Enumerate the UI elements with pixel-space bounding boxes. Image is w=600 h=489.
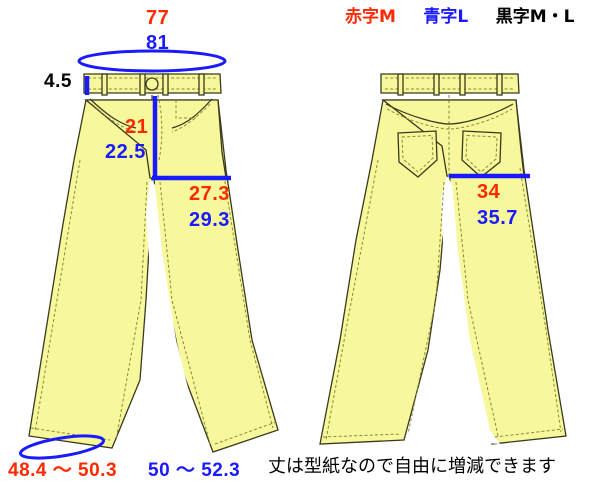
front-hem-measure-red: 48.4 〜 50.3 bbox=[8, 460, 118, 481]
back-left-outseam-stitch bbox=[325, 159, 379, 441]
back-right-hem-stitch bbox=[494, 428, 564, 438]
back-left-pocket-stitch bbox=[401, 134, 434, 173]
front-waist-measure-red: 77 bbox=[146, 7, 170, 29]
front-hem-measure-blue: 50 〜 52.3 bbox=[148, 460, 241, 481]
front-left-inseam-stitch bbox=[115, 181, 148, 441]
front-rise-measure-blue: 22.5 bbox=[105, 141, 146, 163]
back-belt-loop-4 bbox=[496, 73, 503, 96]
legend: 赤字M 青字L 黒字M・L bbox=[345, 8, 576, 26]
legend-red-m: 赤字M bbox=[345, 7, 396, 27]
front-belt-loop-1 bbox=[101, 73, 108, 96]
back-belt-loop-2 bbox=[433, 73, 440, 96]
front-fly-stitch bbox=[157, 94, 163, 161]
back-belt-loop-3 bbox=[459, 73, 466, 96]
front-coin-pocket bbox=[175, 100, 196, 119]
back-right-pocket bbox=[461, 130, 502, 178]
front-waist-measure-ellipse bbox=[77, 49, 227, 73]
back-waistband bbox=[380, 73, 520, 94]
front-left-hem-stitch bbox=[30, 427, 111, 441]
back-crotch-gap bbox=[441, 176, 500, 444]
back-pants-figure bbox=[319, 73, 567, 445]
front-belt-loop-2 bbox=[139, 73, 146, 96]
front-thigh-measure-blue: 29.3 bbox=[189, 209, 230, 231]
front-pants-figure bbox=[18, 49, 279, 460]
legend-blue-l: 青字L bbox=[423, 7, 469, 27]
front-thigh-measure-red: 27.3 bbox=[189, 183, 230, 205]
front-left-pocket-stitch bbox=[91, 103, 137, 133]
back-right-outseam-stitch bbox=[519, 167, 562, 433]
front-waistband-height-measure: 4.5 bbox=[44, 71, 72, 92]
back-hip-measure-blue: 35.7 bbox=[477, 207, 518, 229]
front-left-pocket-opening bbox=[89, 98, 137, 129]
back-left-hem-stitch bbox=[322, 433, 402, 438]
back-right-pocket-stitch bbox=[465, 134, 498, 173]
legend-black-ml: 黒字M・L bbox=[495, 7, 575, 27]
back-left-pocket bbox=[397, 130, 438, 178]
back-yoke-seam bbox=[385, 103, 514, 125]
front-waist-button bbox=[145, 77, 159, 91]
back-hip-measure-red: 34 bbox=[477, 181, 501, 203]
front-rise-measure-red: 21 bbox=[125, 116, 149, 138]
back-belt-loop-1 bbox=[397, 73, 404, 96]
front-waist-measure-blue: 81 bbox=[146, 32, 170, 54]
front-right-pocket-stitch bbox=[171, 103, 211, 133]
front-right-pocket-opening bbox=[171, 98, 213, 129]
front-left-outseam-stitch bbox=[34, 159, 81, 433]
front-belt-loop-4 bbox=[198, 73, 205, 96]
front-right-hem-stitch bbox=[214, 421, 277, 445]
front-hem-measure-ellipse bbox=[18, 434, 106, 460]
back-left-inseam-stitch bbox=[407, 181, 445, 435]
front-crotch-gap bbox=[146, 178, 210, 452]
front-belt-loop-3 bbox=[162, 73, 169, 96]
footnote-text: 丈は型紙なので自由に増減できます bbox=[268, 456, 556, 477]
